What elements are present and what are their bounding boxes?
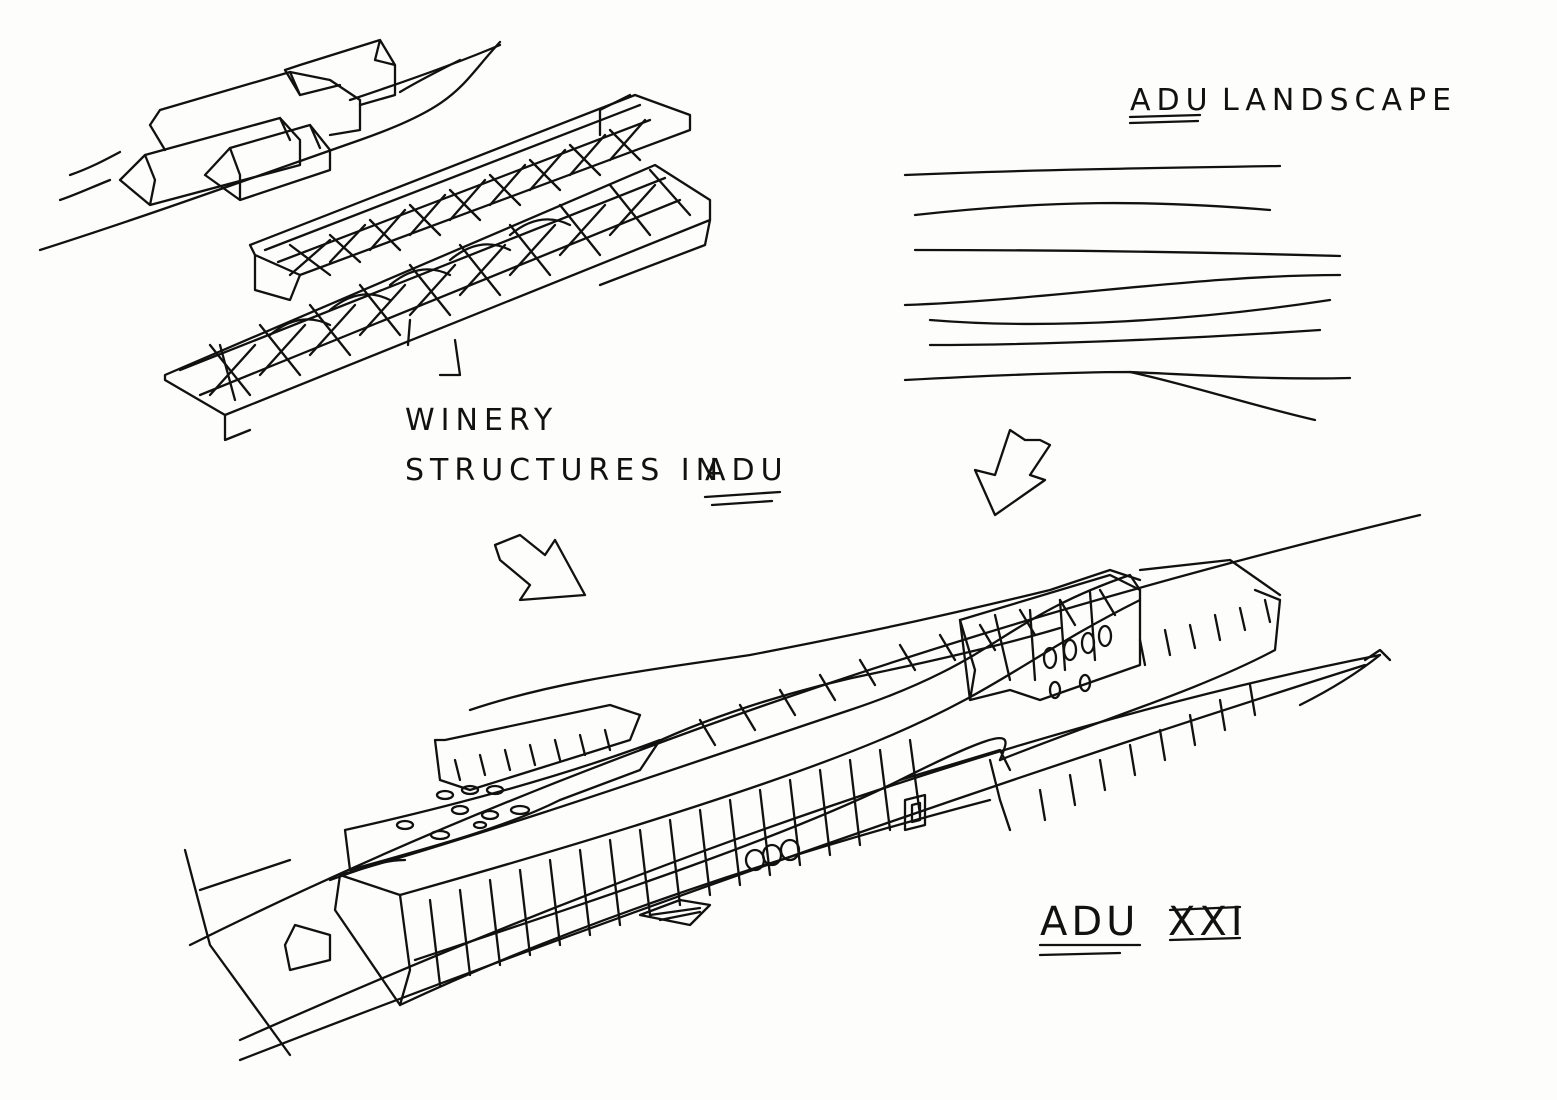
label-adu-landscape-rest: LANDSCAPE xyxy=(1222,83,1457,118)
winery-truss-structures xyxy=(163,93,712,442)
label-adu-xxi: ADU XXI xyxy=(1038,899,1243,957)
label-winery-line2-prefix: STRUCTURES IN xyxy=(405,453,724,488)
label-adu-xxi-prefix: ADU xyxy=(1040,899,1139,945)
adu-xxi-building xyxy=(183,513,1422,1062)
arrow-left-icon xyxy=(493,533,587,602)
label-winery-structures: WINERY STRUCTURES IN ADU xyxy=(405,403,789,507)
label-adu-landscape-prefix: ADU xyxy=(1130,83,1214,118)
label-winery-line2-highlight: ADU xyxy=(705,453,789,488)
village-houses xyxy=(38,38,502,252)
building-round-windows xyxy=(395,624,1113,872)
label-winery-line1: WINERY xyxy=(405,403,558,438)
arrow-right-icon xyxy=(973,428,1052,517)
label-adu-landscape: ADU LANDSCAPE xyxy=(1128,83,1457,125)
landscape-lines xyxy=(903,164,1352,422)
